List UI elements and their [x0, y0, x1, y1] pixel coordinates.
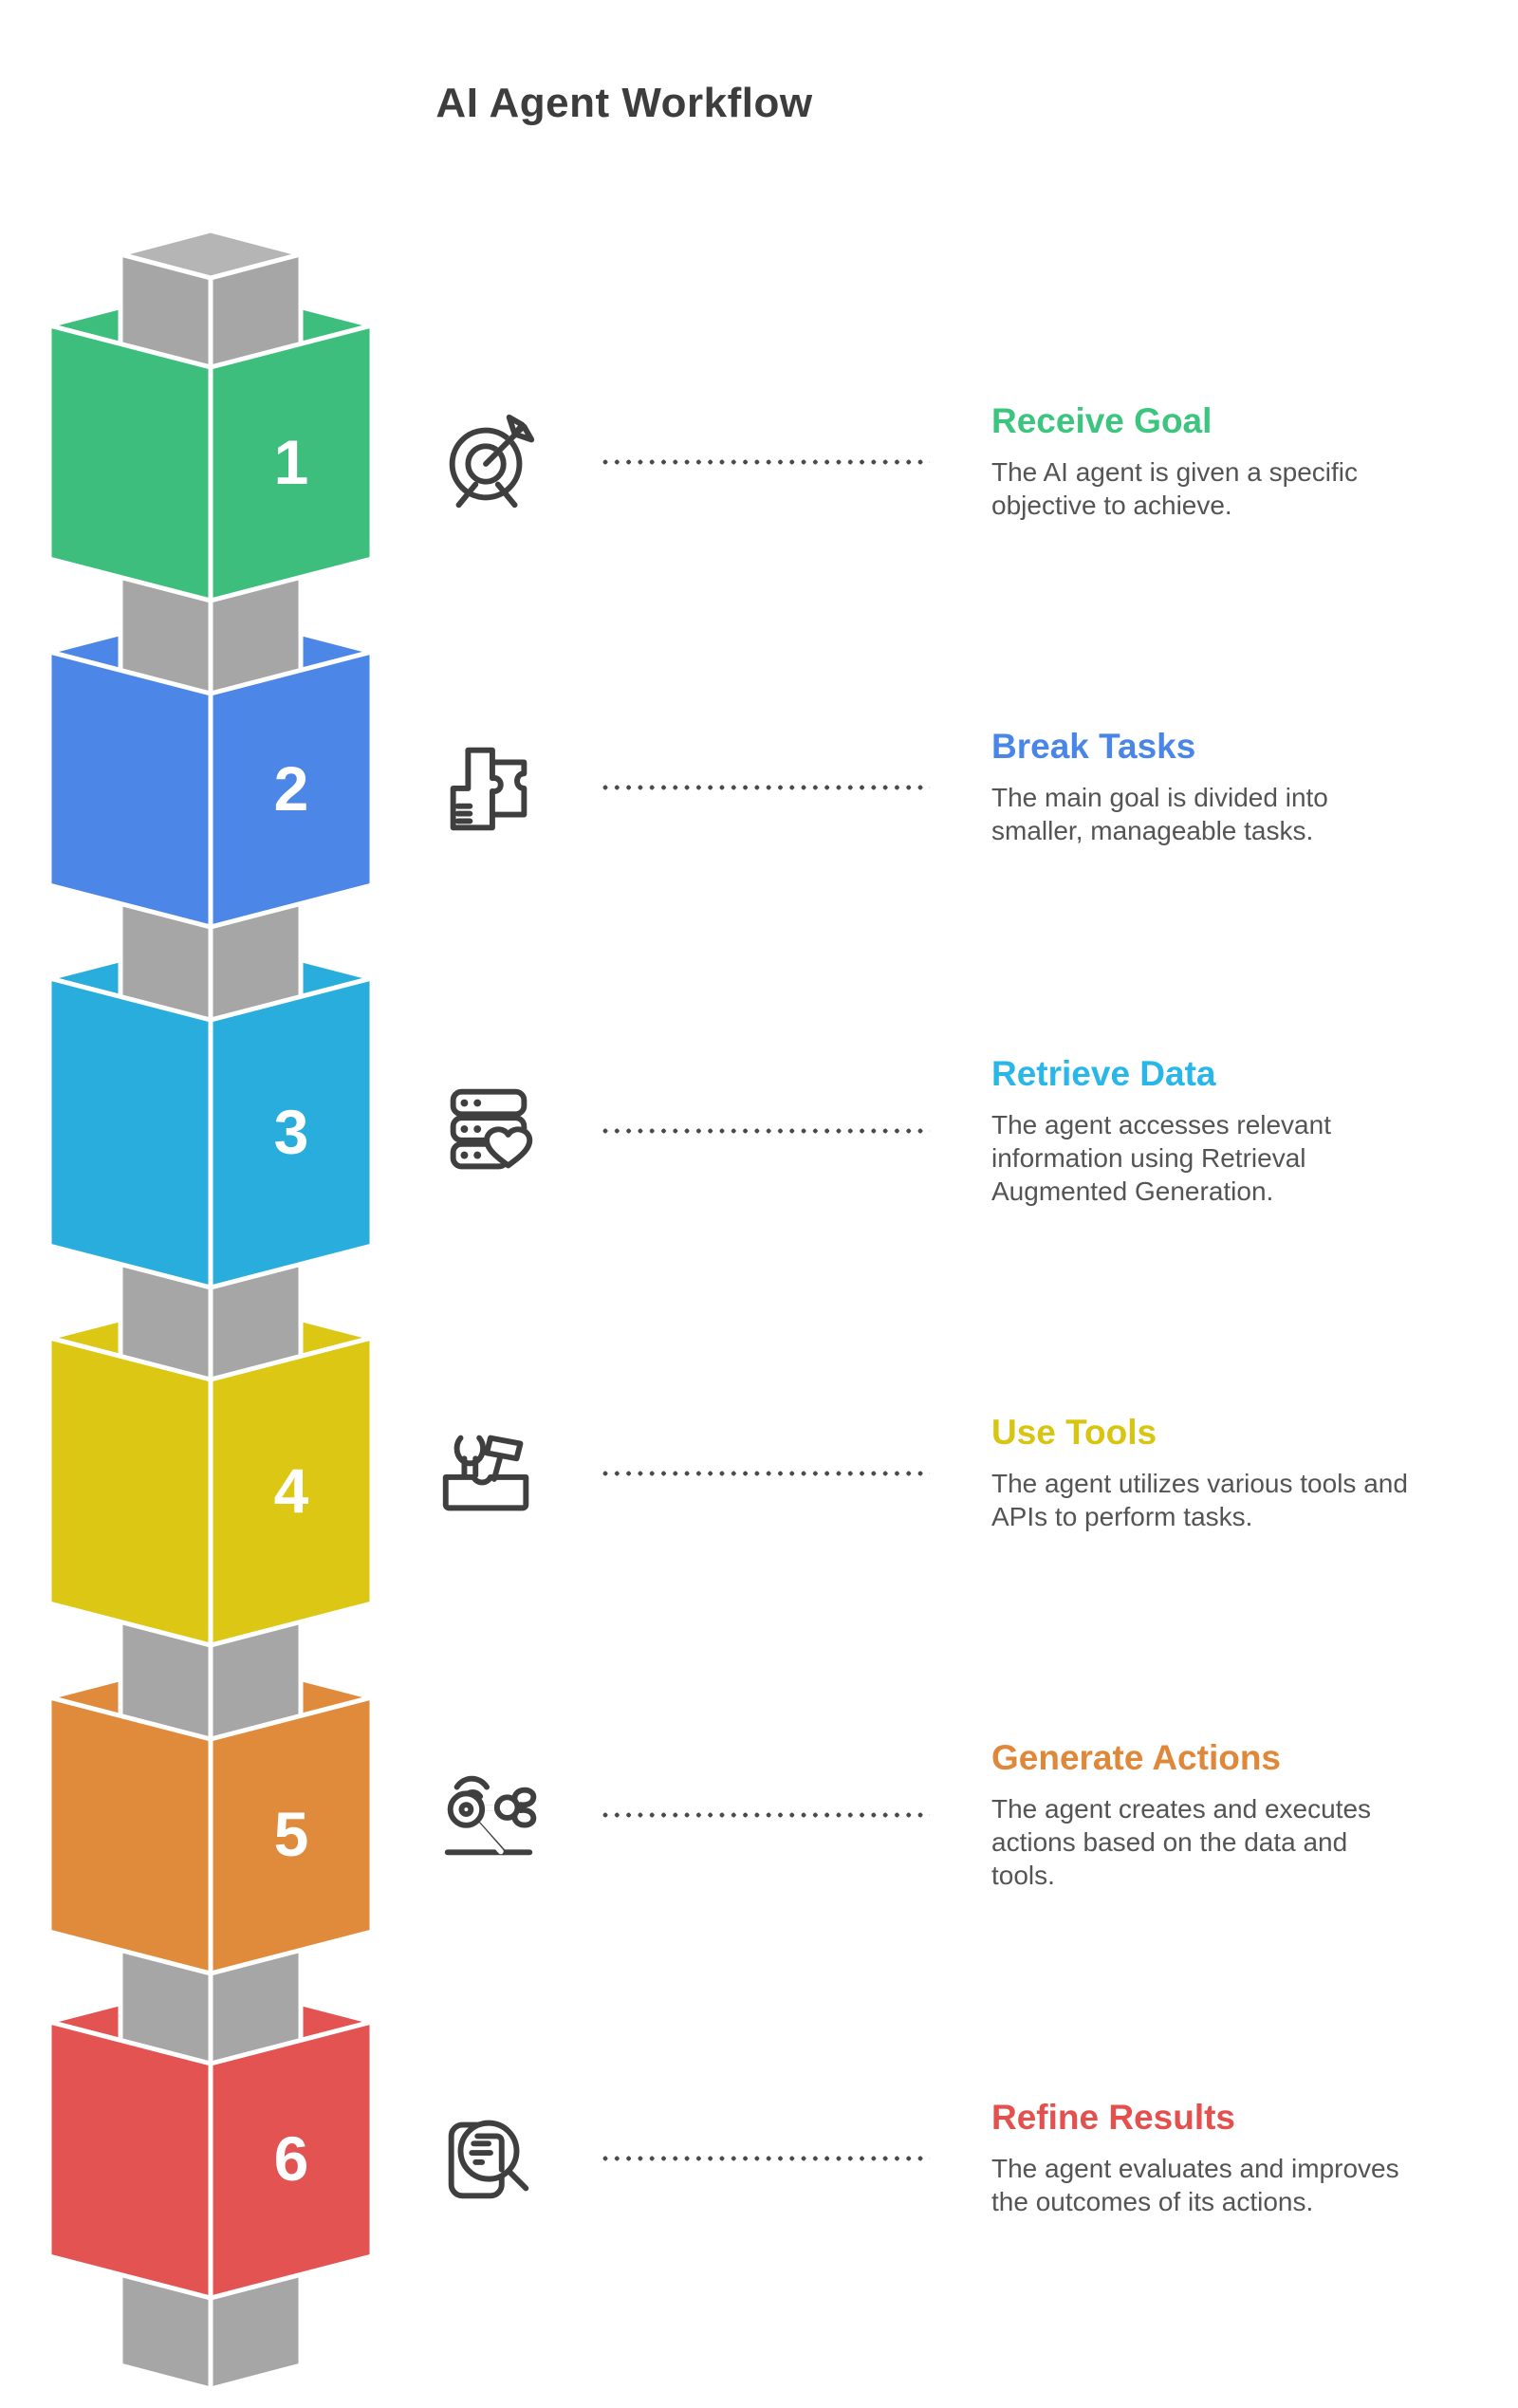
step-row-6: Refine Results The agent evaluates and i… [417, 2026, 1509, 2291]
step-5-title: Generate Actions [991, 1737, 1281, 1777]
dotted-connector [602, 785, 930, 790]
step-3-text: Retrieve Data The agent accesses relevan… [991, 1053, 1504, 1208]
step-3-description: The agent accesses relevant information … [991, 1109, 1331, 1206]
step-1-text: Receive Goal The AI agent is given a spe… [991, 402, 1504, 522]
step-1-icon-box [417, 406, 560, 518]
step-5-description: The agent creates and executes actions b… [991, 1793, 1372, 1890]
cube-1: 1 [46, 322, 375, 604]
cube-2-left-face [46, 648, 213, 931]
step-4-title: Use Tools [991, 1413, 1157, 1452]
cube-3-right-face [208, 974, 375, 1291]
magnifier-document-icon [448, 2120, 529, 2199]
cube-1-left-face [46, 322, 213, 604]
database-heart-icon [450, 1088, 533, 1170]
step-2-icon-box [417, 732, 560, 843]
step-3-icon-box [417, 1075, 560, 1187]
cube-2: 2 [46, 648, 375, 931]
dotted-connector [602, 459, 930, 465]
step-row-1: Receive Goal The AI agent is given a spe… [417, 329, 1509, 595]
step-6-description: The agent evaluates and improves the out… [991, 2154, 1399, 2216]
step-5-text: Generate Actions The agent creates and e… [991, 1737, 1504, 1892]
step-2-text: Break Tasks The main goal is divided int… [991, 728, 1504, 847]
cube-2-number: 2 [274, 753, 309, 824]
toolbox-icon [442, 1435, 529, 1511]
step-6-text: Refine Results The agent evaluates and i… [991, 2099, 1504, 2218]
cube-1-right-face [208, 322, 375, 604]
puzzle-icon [450, 747, 528, 831]
step-5-icon-box [417, 1759, 560, 1871]
step-4-description: The agent utilizes various tools and API… [991, 1469, 1408, 1531]
cube-2-right-face [208, 648, 375, 931]
page-title: AI Agent Workflow [435, 80, 813, 126]
step-6-title: Refine Results [991, 2098, 1236, 2137]
cube-4-right-face [208, 1334, 375, 1649]
cube-1-number: 1 [274, 427, 309, 497]
cube-5-right-face [208, 1694, 375, 1977]
dotted-connector [602, 1812, 930, 1818]
step-row-3: Retrieve Data The agent accesses relevan… [417, 998, 1509, 1264]
cube-6-left-face [46, 2018, 213, 2302]
dotted-connector [602, 1128, 930, 1134]
cube-3-number: 3 [274, 1097, 309, 1167]
cube-4: 4 [46, 1334, 375, 1649]
step-6-icon-box [417, 2102, 560, 2214]
dotted-connector [602, 2156, 930, 2161]
cube-6: 6 [46, 2018, 375, 2302]
step-row-5: Generate Actions The agent creates and e… [417, 1682, 1509, 1948]
step-1-description: The AI agent is given a specific objecti… [991, 457, 1358, 520]
cube-5: 5 [46, 1694, 375, 1977]
cube-3: 3 [46, 974, 375, 1291]
cube-4-left-face [46, 1334, 213, 1649]
step-2-description: The main goal is divided into smaller, m… [991, 783, 1328, 845]
step-1-title: Receive Goal [991, 401, 1213, 440]
step-row-4: Use Tools The agent utilizes various too… [417, 1341, 1509, 1606]
cube-column-graphic: 1 2 3 4 5 6 [40, 228, 381, 2393]
cube-5-number: 5 [274, 1799, 309, 1869]
cube-5-left-face [46, 1694, 213, 1977]
step-row-2: Break Tasks The main goal is divided int… [417, 655, 1509, 920]
dotted-connector [602, 1471, 930, 1476]
cube-3-left-face [46, 974, 213, 1291]
step-4-icon-box [417, 1417, 560, 1529]
cube-6-right-face [208, 2018, 375, 2302]
target-icon [449, 414, 535, 509]
robot-arm-icon [444, 1775, 537, 1856]
cube-6-number: 6 [274, 2123, 309, 2194]
step-4-text: Use Tools The agent utilizes various too… [991, 1414, 1504, 1533]
step-2-title: Break Tasks [991, 727, 1196, 766]
step-3-title: Retrieve Data [991, 1053, 1216, 1093]
cube-4-number: 4 [274, 1455, 309, 1526]
